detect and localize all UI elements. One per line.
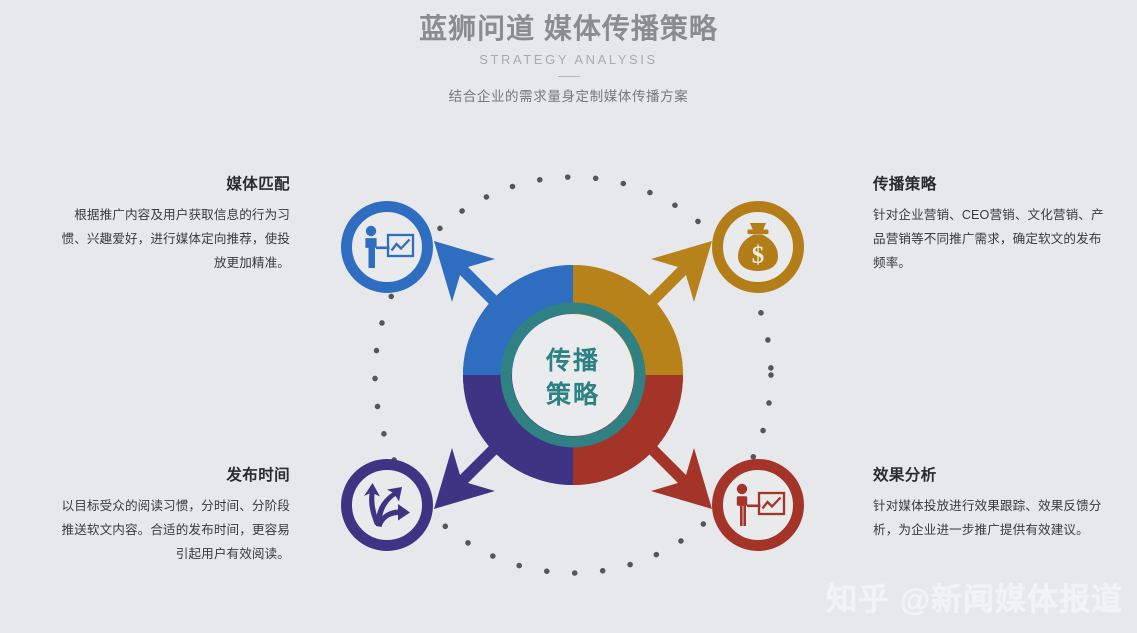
presenter-chart-icon [365, 225, 415, 268]
info-block-title: 媒体匹配 [226, 176, 290, 193]
info-block-communication-strategy: 传播策略 针对企业营销、CEO营销、文化营销、产品营销等不同推广需求，确定软文的… [873, 172, 1111, 276]
presenter-chart-icon [736, 483, 786, 526]
money-bag-icon: $ [738, 223, 778, 271]
page-subtitle-english: STRATEGY ANALYSIS [479, 51, 658, 67]
icon-circle-effect-analysis[interactable] [712, 459, 804, 551]
quadrant-bottom-right [573, 375, 712, 509]
info-block-media-matching: 媒体匹配 根据推广内容及用户获取信息的行为习惯、兴趣爱好，进行媒体定向推荐，使投… [52, 172, 290, 276]
icon-circle-media-matching[interactable] [341, 201, 433, 293]
icon-circle-publish-time[interactable] [341, 459, 433, 551]
info-block-body: 针对企业营销、CEO营销、文化营销、产品营销等不同推广需求，确定软文的发布频率。 [873, 208, 1104, 271]
watermark: 知乎 @新闻媒体报道 [826, 582, 1123, 617]
center-label-line1: 传播 [545, 347, 600, 375]
info-block-effect-analysis: 效果分析 针对媒体投放进行效果跟踪、效果反馈分析，为企业进一步推广提供有效建议。 [873, 463, 1111, 542]
info-block-title: 发布时间 [226, 467, 290, 484]
center-label-line2: 策略 [546, 380, 600, 409]
title-divider [557, 75, 580, 77]
dotted-ring-decoration [372, 174, 774, 576]
info-block-title: 效果分析 [873, 467, 937, 484]
icon-circle-communication-strategy[interactable]: $ [712, 201, 804, 293]
diverging-arrows-icon [364, 483, 410, 527]
page-title: 蓝狮问道 媒体传播策略 [419, 13, 718, 44]
center-disc [512, 314, 634, 436]
info-block-publish-time: 发布时间 以目标受众的阅读习惯，分时间、分阶段推送软文内容。合适的发布时间，更容… [52, 463, 290, 567]
slide-header: 蓝狮问道 媒体传播策略 STRATEGY ANALYSIS 结合企业的需求量身定… [0, 10, 1137, 105]
page-subtitle-chinese: 结合企业的需求量身定制媒体传播方案 [448, 88, 689, 104]
svg-text:$: $ [752, 242, 765, 269]
info-block-body: 根据推广内容及用户获取信息的行为习惯、兴趣爱好，进行媒体定向推荐，使投放更加精准… [61, 208, 290, 271]
center-ring [500, 302, 646, 448]
info-block-body: 针对媒体投放进行效果跟踪、效果反馈分析，为企业进一步推广提供有效建议。 [873, 499, 1102, 538]
info-block-title: 传播策略 [873, 176, 937, 193]
central-strategy-diagram: 传播 策略 [323, 160, 823, 590]
info-block-body: 以目标受众的阅读习惯，分时间、分阶段推送软文内容。合适的发布时间，更容易引起用户… [61, 499, 290, 562]
